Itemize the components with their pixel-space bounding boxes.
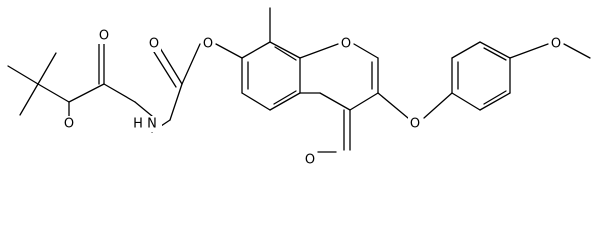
bond-45 [483,90,507,105]
bond-1 [37,52,57,85]
bond-7 [103,83,136,103]
atom-label-n: N [147,117,157,132]
bond-layer [7,7,591,153]
atom-o-ring: O [339,36,353,52]
molecule-structure: O O H N O O O O [7,7,591,168]
bond-42 [479,92,511,111]
bond-40 [479,41,511,59]
atom-label-layer: O O H N O O O O [62,28,563,168]
bond-21 [241,41,271,59]
bond-0 [7,65,39,85]
bond-48 [563,43,591,59]
atom-o-methoxy: O [549,36,563,52]
atom-o-carbamate-carbonyl: O [97,28,111,44]
atom-o-carbamate-ester: O [62,116,76,132]
atom-label-o: O [551,37,561,52]
atom-label-o: O [99,29,109,44]
atom-label-o: O [305,153,315,168]
bond-26 [299,43,339,59]
bond-3 [37,83,70,103]
bond-47 [509,43,549,59]
bond-37 [423,92,453,119]
atom-label-h: H [133,117,143,132]
bond-27 [353,43,379,59]
bond-17 [241,92,271,111]
bond-23 [273,90,297,105]
atom-label-o: O [203,37,213,52]
bond-31 [319,92,351,111]
bond-4 [68,83,105,103]
bond-9 [134,101,153,117]
atom-label-o: O [341,37,351,52]
atom-n-h: H N [130,116,162,132]
bond-36 [377,92,409,119]
bond-15 [215,43,243,59]
bond-39 [451,41,481,59]
molecule-canvas: O O H N O O O O [7,7,591,168]
atom-label-o: O [64,117,74,132]
atom-o-ester-link: O [201,36,215,52]
bond-11 [169,83,183,121]
bond-14 [181,43,201,85]
bond-20 [269,41,301,59]
bond-12 [159,47,183,85]
bond-43 [451,92,481,111]
bond-24 [274,46,297,61]
atom-o-glycine-carbonyl: O [147,36,161,52]
atom-o-ether-link: O [408,116,422,132]
bond-18 [269,92,301,111]
atom-label-o: O [149,37,159,52]
atom-label-o: O [410,117,420,132]
atom-o-ketone: O [303,152,317,168]
bond-30 [349,92,379,111]
bond-2 [19,83,39,116]
bond-46 [483,47,507,61]
bond-13 [153,51,177,88]
